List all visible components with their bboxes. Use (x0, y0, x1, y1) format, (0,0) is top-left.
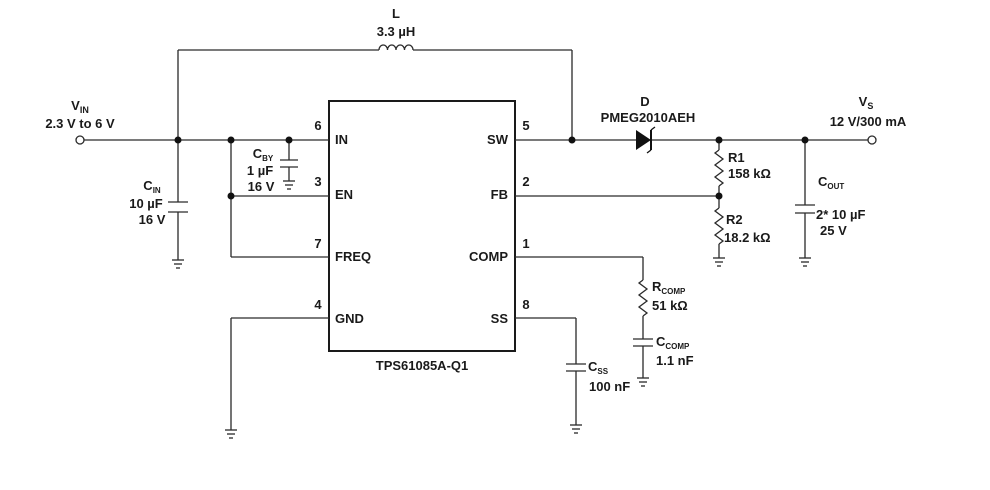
pin-gnd-name: GND (335, 311, 364, 326)
ccomp-label: CCOMP (656, 334, 690, 351)
css-capacitor (566, 363, 586, 372)
inductor-symbol (378, 44, 414, 51)
r2-value: 18.2 kΩ (724, 230, 771, 245)
ground-symbol-ccomp (637, 377, 649, 387)
pin-fb-number: 2 (522, 174, 529, 189)
diode-symbol (636, 126, 656, 154)
junction-dot (285, 136, 293, 144)
pin-comp-number: 1 (522, 236, 529, 251)
vin-label: VIN (71, 98, 89, 115)
ground-symbol-cout (799, 257, 811, 267)
ground-symbol-cby (283, 180, 295, 190)
junction-dot (568, 136, 576, 144)
cin-voltage: 16 V (139, 212, 166, 227)
vs-spec: 12 V/300 mA (830, 114, 907, 129)
ccomp-capacitor (633, 338, 653, 347)
cby-value: 1 µF (247, 163, 273, 178)
vin-range: 2.3 V to 6 V (45, 116, 115, 131)
rcomp-value: 51 kΩ (652, 298, 688, 313)
r1-ref: R1 (728, 150, 745, 165)
pin-gnd-number: 4 (314, 297, 322, 312)
ground-symbol-r2 (713, 257, 725, 267)
ccomp-value: 1.1 nF (656, 353, 694, 368)
junction-dot (227, 136, 235, 144)
vin-terminal[interactable] (75, 135, 85, 145)
cin-value: 10 µF (129, 196, 163, 211)
junction-dot (227, 192, 235, 200)
r1-value: 158 kΩ (728, 166, 771, 181)
cout-capacitor (795, 204, 815, 214)
ground-symbol-cin (172, 259, 184, 269)
rcomp-resistor (637, 279, 649, 317)
vs-terminal[interactable] (867, 135, 877, 145)
junction-dot (174, 136, 182, 144)
pin-comp-name: COMP (469, 249, 508, 264)
pin-freq-name: FREQ (335, 249, 371, 264)
cby-label: CBY (253, 146, 274, 163)
pin-sw-number: 5 (522, 118, 529, 133)
pin-ss-name: SS (491, 311, 509, 326)
ic-body (328, 100, 516, 352)
pin-in-name: IN (335, 132, 348, 147)
ic-part-number: TPS61085A-Q1 (376, 358, 469, 373)
junction-dot (801, 136, 809, 144)
r1-resistor (713, 149, 725, 187)
cout-value: 2* 10 µF (816, 207, 865, 222)
pin-freq-number: 7 (314, 236, 321, 251)
inductor-ref: L (392, 6, 400, 21)
pin-in-number: 6 (314, 118, 321, 133)
cout-voltage: 25 V (820, 223, 847, 238)
css-label: CSS (588, 359, 609, 376)
pin-fb-name: FB (491, 187, 508, 202)
diode-part: PMEG2010AEH (601, 110, 696, 125)
pin-en-name: EN (335, 187, 353, 202)
pin-ss-number: 8 (522, 297, 529, 312)
cin-capacitor (168, 201, 188, 213)
cby-capacitor (280, 159, 298, 168)
pin-sw-name: SW (487, 132, 509, 147)
cby-voltage: 16 V (248, 179, 275, 194)
r2-ref: R2 (726, 212, 743, 227)
ground-symbol-gnd-pin (225, 429, 237, 439)
vs-label: VS (859, 94, 874, 111)
cin-label: CIN (143, 178, 161, 195)
cout-label: COUT (818, 174, 844, 191)
junction-dot (715, 192, 723, 200)
css-value: 100 nF (589, 379, 630, 394)
inductor-value: 3.3 µH (377, 24, 416, 39)
ground-symbol-css (570, 424, 582, 434)
junction-dot (715, 136, 723, 144)
r2-resistor (713, 207, 725, 245)
rcomp-label: RCOMP (652, 279, 686, 296)
pin-en-number: 3 (314, 174, 321, 189)
diode-ref: D (640, 94, 649, 109)
output-wiring (515, 139, 868, 425)
